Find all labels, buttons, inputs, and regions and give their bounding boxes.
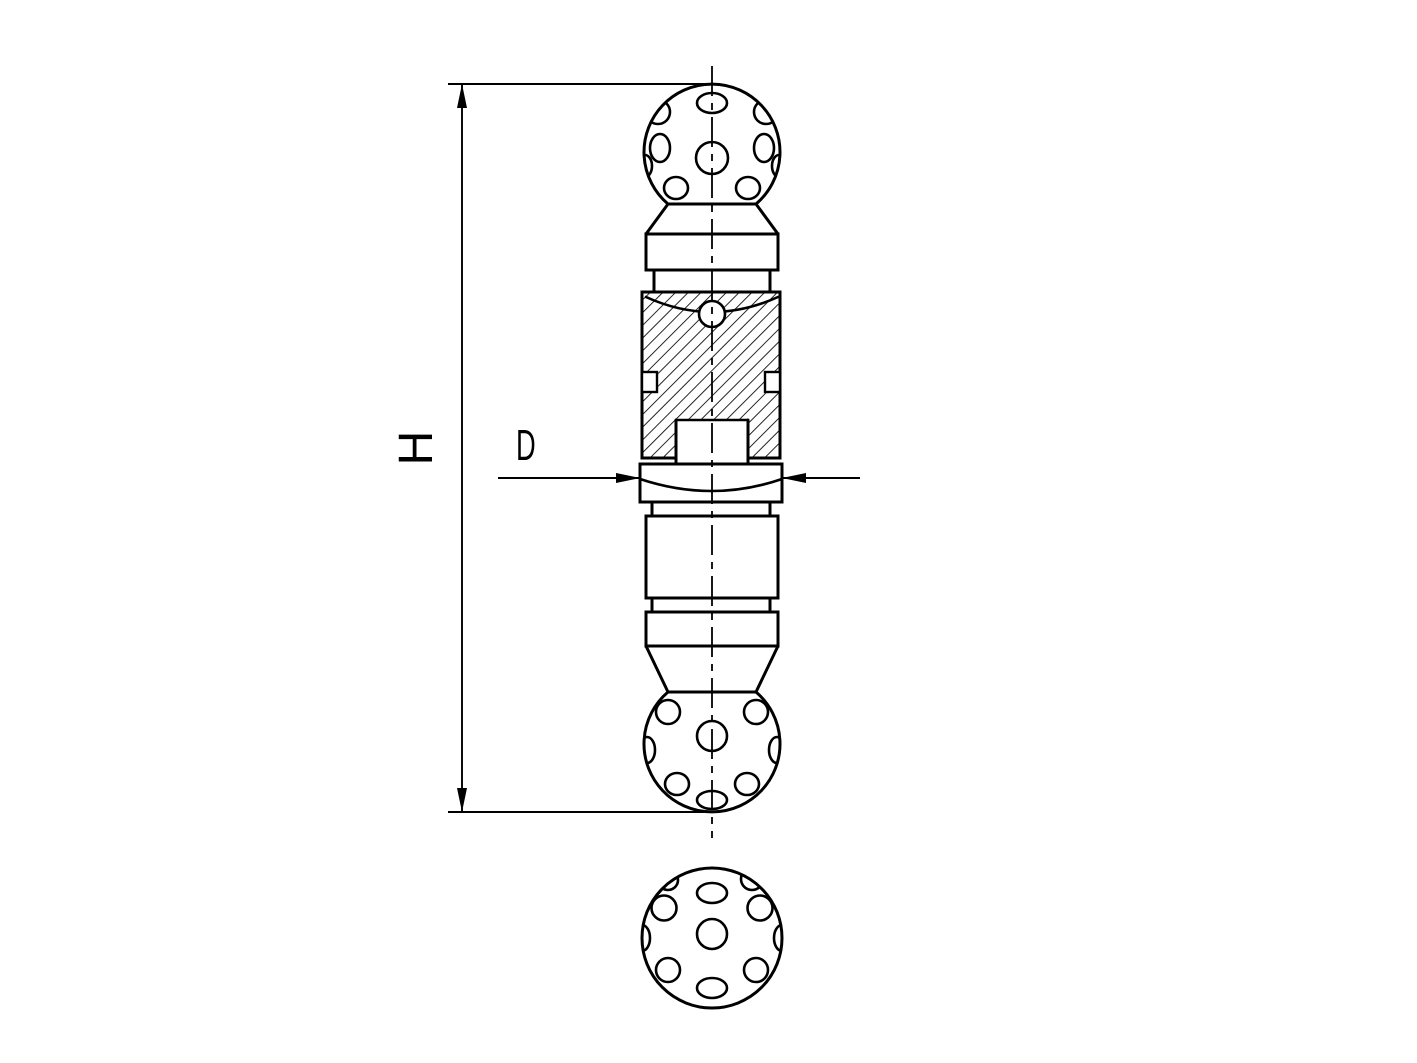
diameter-label: D — [516, 420, 536, 469]
arrow-right-icon — [616, 473, 640, 483]
front-view — [638, 82, 784, 814]
arrow-down-icon — [457, 788, 467, 812]
end-view-dimples — [642, 868, 782, 1000]
lower-ring-2 — [650, 596, 772, 614]
diameter-dimension: D — [498, 420, 860, 483]
lower-ring-1 — [650, 500, 772, 518]
arrow-left-icon — [782, 473, 806, 483]
end-view-outline — [640, 866, 784, 1010]
sectioned-housing — [640, 290, 782, 466]
bottom-neck — [644, 644, 780, 694]
top-neck — [644, 202, 780, 236]
end-view — [640, 866, 784, 1010]
height-dimension: H — [390, 83, 704, 813]
groove-right — [763, 370, 782, 394]
groove-left — [640, 370, 659, 394]
waist-disc — [638, 462, 784, 504]
height-label: H — [390, 431, 443, 466]
arrow-up-icon — [457, 84, 467, 108]
